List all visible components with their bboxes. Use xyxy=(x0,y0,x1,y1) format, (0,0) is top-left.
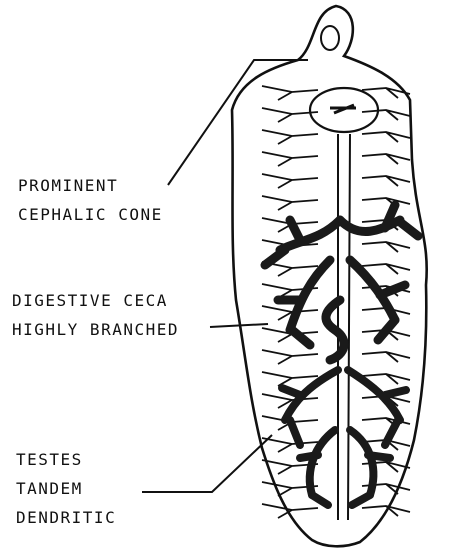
label-tandem: TANDEM xyxy=(16,481,83,497)
lateral-branch xyxy=(262,438,318,452)
label-testes: TESTES xyxy=(16,452,83,468)
central-canal xyxy=(338,134,350,520)
cecum-branch xyxy=(326,300,344,360)
label-dendritic: DENDRITIC xyxy=(16,510,116,526)
lateral-branch xyxy=(262,174,318,188)
ventral-sucker-center xyxy=(330,105,356,113)
lateral-branch xyxy=(362,352,410,362)
testis-branch xyxy=(282,388,300,395)
lateral-branch xyxy=(262,86,318,100)
leader-line-cephalic xyxy=(168,60,308,185)
lateral-branch xyxy=(362,154,410,164)
testis-branch xyxy=(300,455,318,458)
testis-branch xyxy=(290,420,300,445)
cecum-branch xyxy=(400,222,418,236)
lateral-branch xyxy=(262,196,318,210)
testis-branch xyxy=(385,390,406,395)
cecum-branch xyxy=(265,250,285,265)
leader-line-testes xyxy=(142,435,272,492)
lateral-branch xyxy=(362,198,410,208)
label-digestive-ceca: DIGESTIVE CECA xyxy=(12,293,168,309)
testis-branch xyxy=(352,495,370,505)
lateral-branch xyxy=(362,264,410,274)
testis-branch xyxy=(368,455,390,458)
testis-branch xyxy=(350,430,373,495)
label-prominent: PROMINENT xyxy=(18,178,118,194)
oral-sucker xyxy=(321,26,339,50)
testis-branch xyxy=(312,495,328,505)
lateral-branch xyxy=(262,350,318,364)
lateral-branch xyxy=(362,176,410,186)
label-cephalic-cone: CEPHALIC CONE xyxy=(18,207,163,223)
testis-branch xyxy=(310,430,335,495)
lateral-branch xyxy=(262,130,318,144)
lateral-branch xyxy=(362,242,410,252)
label-highly-branched: HIGHLY BRANCHED xyxy=(12,322,179,338)
lateral-branch xyxy=(362,110,410,120)
lateral-branch xyxy=(362,132,410,142)
lateral-branch xyxy=(262,152,318,166)
